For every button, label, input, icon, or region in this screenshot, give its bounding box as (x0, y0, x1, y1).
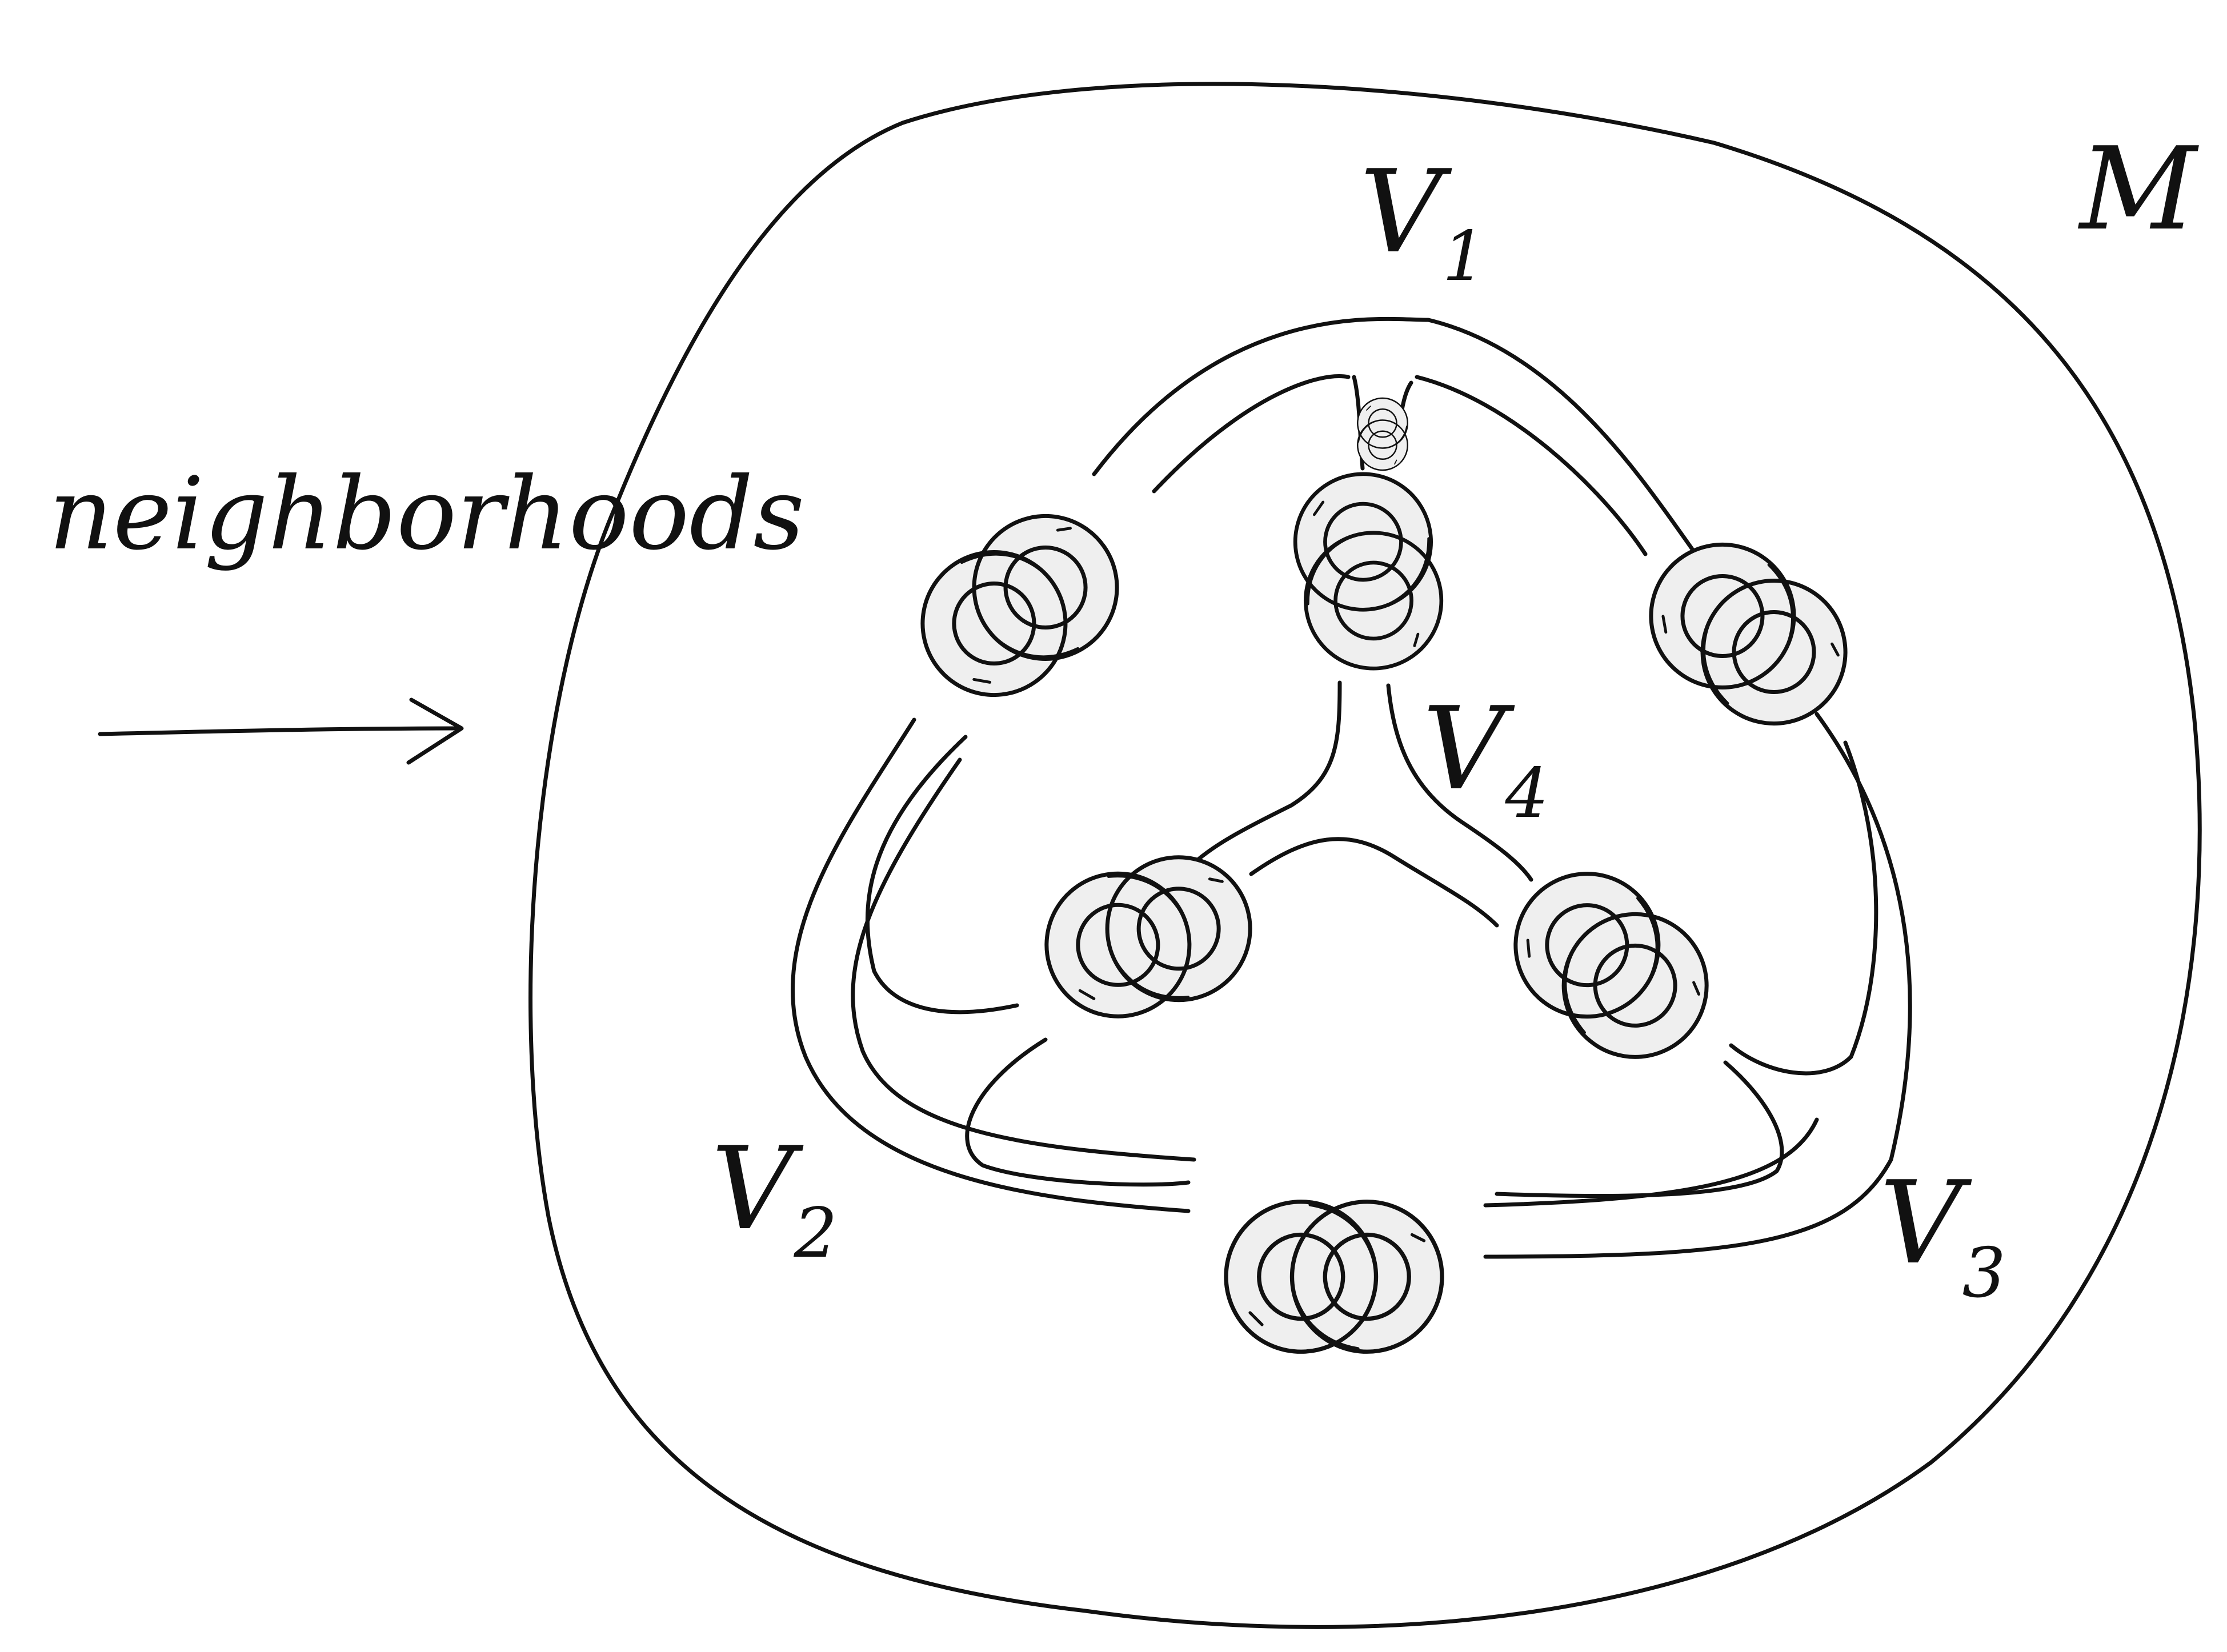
hopf-link-mid-right (1487, 845, 1736, 1086)
hopf-link-upper-left (895, 488, 1145, 723)
label-manifold: M (2077, 123, 2199, 256)
label-neighborhoods: neighborhoods (49, 456, 804, 572)
label-v4: V4 (1423, 683, 1549, 833)
hopf-link-mid-left (1031, 841, 1266, 1033)
hopf-link-bottom (1226, 1202, 1442, 1352)
pointer-arrow (100, 700, 462, 763)
label-v1: V1 (1360, 146, 1486, 296)
hopf-link-top-center (1284, 463, 1452, 679)
hopf-link-upper-right (1623, 516, 1873, 751)
label-v2: V2 (711, 1122, 838, 1273)
hopf-link-top-junction (1357, 398, 1408, 470)
label-v3: V3 (1880, 1157, 2006, 1313)
outer-handle-tube (793, 319, 1910, 1257)
manifold-boundary (531, 84, 2200, 1627)
